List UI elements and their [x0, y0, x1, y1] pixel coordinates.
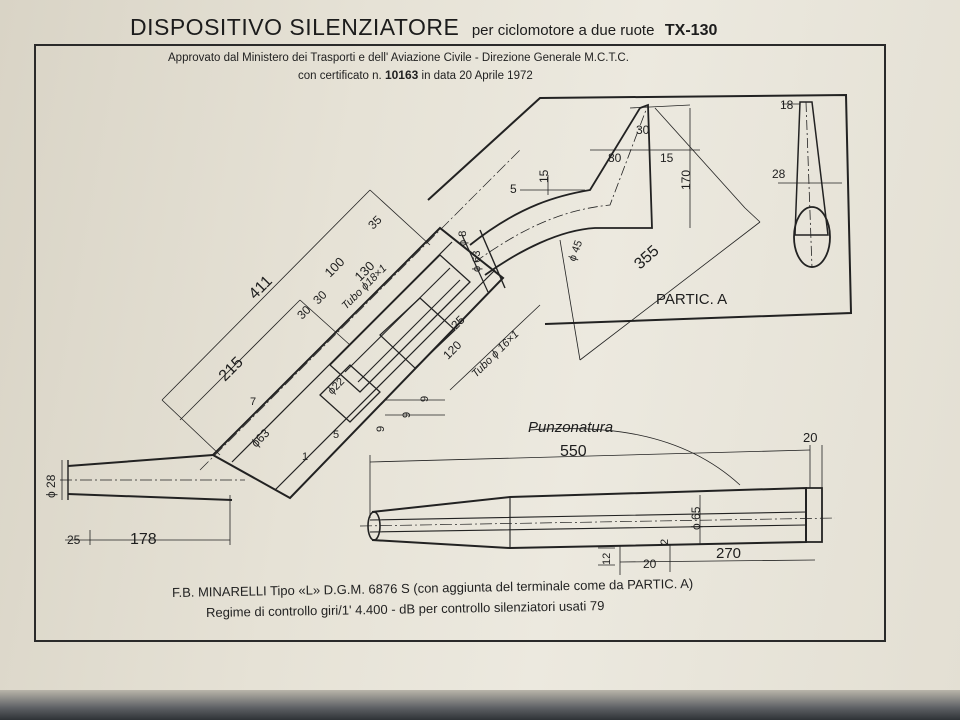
detail-a-panel — [427, 93, 853, 325]
cert-date: in data 20 Aprile 1972 — [421, 70, 533, 82]
document-subtitle: per ciclomotore a due ruote — [471, 22, 655, 39]
silencer-body — [211, 226, 505, 500]
dim-2: 2 — [659, 539, 671, 545]
dim-270: 270 — [716, 545, 741, 562]
dim-12: 12 — [601, 553, 613, 565]
dim-15b: 15 — [537, 169, 551, 183]
table-background — [0, 690, 960, 720]
dim-phi63: ϕ63 — [248, 426, 272, 450]
dim-411: 411 — [246, 273, 276, 303]
dim-phi8: ϕ 8 — [457, 231, 469, 246]
cert-prefix: con certificato n. — [298, 70, 382, 82]
dim-5: 5 — [510, 182, 517, 196]
dim-20-end: 20 — [803, 430, 817, 445]
dim-1: 1 — [302, 451, 308, 463]
dim-9c: 9 — [419, 396, 431, 402]
dim-215: 215 — [216, 354, 247, 385]
dim-25: 25 — [448, 313, 468, 333]
document-title: DISPOSITIVO SILENZIATORE — [130, 14, 460, 40]
detail-a-label: PARTIC. A — [656, 291, 727, 308]
tube-16-label: Tubo ϕ 16×1 — [470, 328, 522, 380]
dim-9b: 9 — [401, 412, 413, 418]
inlet-dimensions: 25 178 ϕ 28 — [44, 474, 157, 548]
dim-120: 120 — [440, 338, 464, 362]
approval-text: Approvato dal Ministero dei Trasporti e … — [168, 52, 629, 64]
dim-30b: 30 — [310, 288, 330, 308]
dim-phi28: ϕ 28 — [44, 474, 58, 498]
certificate-line: con certificato n. 10163 in data 20 Apri… — [298, 68, 533, 82]
dim-phi22: ϕ22 — [326, 376, 348, 398]
dim-15a: 15 — [660, 151, 674, 165]
dim-30: 30 — [636, 123, 650, 137]
dim-25-inlet: 25 — [67, 533, 81, 547]
dim-355: 355 — [631, 242, 662, 273]
dim-30a: 30 — [294, 303, 314, 323]
dim-5: 5 — [333, 429, 339, 441]
inlet-pipe — [67, 454, 233, 501]
dim-7: 7 — [250, 396, 256, 408]
cert-number: 10163 — [384, 68, 419, 82]
dim-170: 170 — [679, 170, 693, 190]
model-code: TX-130 — [664, 22, 718, 39]
dim-178: 178 — [130, 531, 157, 548]
detail-a-bent-pipe — [469, 103, 653, 276]
dim-phi65: ϕ 65 — [689, 506, 703, 530]
tailpipe — [371, 486, 807, 550]
dim-100: 100 — [322, 254, 348, 280]
dim-18: 18 — [780, 98, 794, 112]
tailpipe-label: Punzonatura — [528, 419, 613, 436]
detail-a-end-view — [794, 101, 829, 236]
title-line: DISPOSITIVO SILENZIATORE per ciclomotore… — [130, 14, 717, 41]
dim-28: 28 — [772, 167, 786, 181]
dim-20-tail: 20 — [643, 557, 657, 571]
tailpipe-dimensions: Punzonatura 550 20 ϕ 65 270 12 20 2 — [528, 419, 817, 571]
dim-phi45: ϕ 45 — [567, 239, 586, 263]
main-body-dimensions: 411 215 100 130 35 30 30 25 120 7 5 1 9 … — [216, 213, 522, 463]
dim-550: 550 — [560, 443, 587, 460]
dim-phi63b: ϕ 63 — [471, 251, 483, 272]
dim-9a: 9 — [375, 426, 387, 432]
drawing-frame — [34, 44, 886, 642]
dim-80: 80 — [608, 151, 622, 165]
dim-35: 35 — [365, 213, 385, 233]
